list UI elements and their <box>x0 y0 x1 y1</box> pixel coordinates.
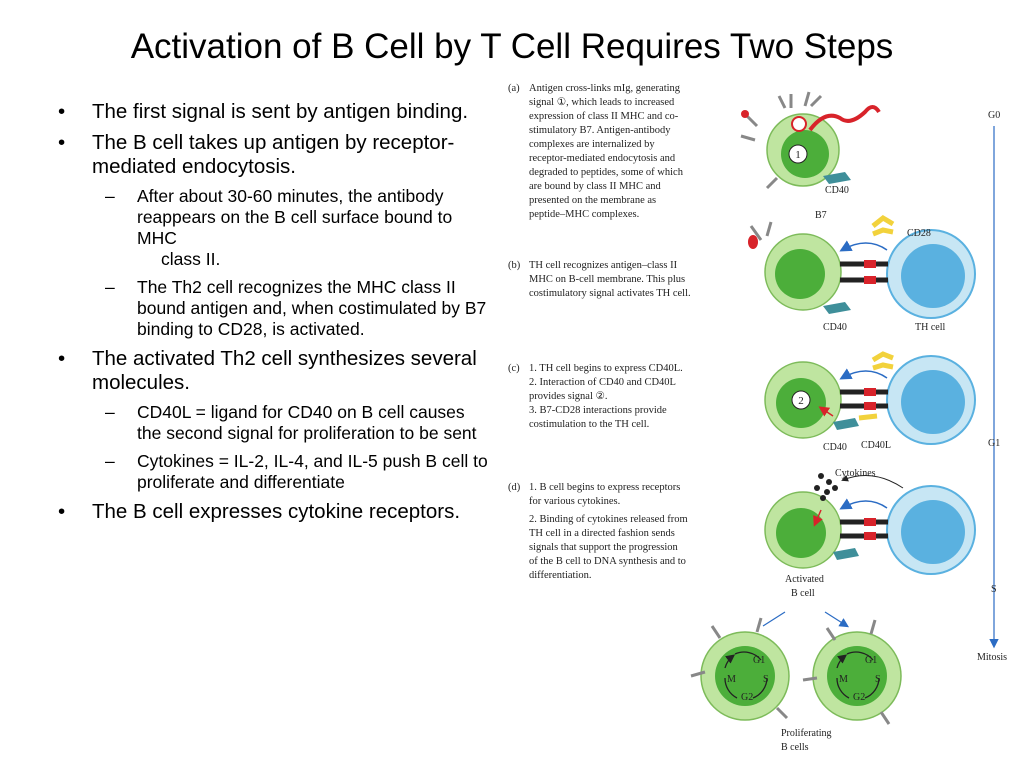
panel-d-caption: (d) 1. B cell begins to express receptor… <box>508 482 688 581</box>
svg-text:G1: G1 <box>753 655 765 666</box>
svg-text:of the B cell to DNA synthesis: of the B cell to DNA synthesis and to <box>529 556 686 567</box>
panel-d-cells: Cytokines <box>764 468 976 575</box>
svg-text:presented on the membrane as: presented on the membrane as <box>529 195 656 206</box>
sub-bullet-item: –CD40L = ligand for CD40 on B cell cause… <box>105 402 477 443</box>
bullet-marker: • <box>58 131 66 154</box>
svg-text:TH cell recognizes antigen–cla: TH cell recognizes antigen–class II <box>529 260 678 271</box>
b7-label: B7 <box>815 210 827 221</box>
signal-1-label: 1 <box>795 149 801 161</box>
svg-text:1. B cell begins to express re: 1. B cell begins to express receptors <box>529 482 680 493</box>
bullet-item: •The first signal is sent by antigen bin… <box>58 100 469 123</box>
svg-text:B cells: B cells <box>781 742 809 753</box>
panel-b-cd40: CD40 <box>823 322 847 333</box>
proliferating-b-cells-label: Proliferating B cells <box>781 728 832 753</box>
sub-bullet-item: –Cytokines = IL-2, IL-4, and IL-5 push B… <box>105 451 488 492</box>
panel-a-tag: (a) <box>508 83 520 94</box>
sub-bullet-item: –After about 30-60 minutes, the antibody… <box>105 186 453 269</box>
svg-text:costimulatory signal activates: costimulatory signal activates TH cell. <box>529 288 691 299</box>
svg-text:S: S <box>875 674 881 685</box>
svg-text:differentiation.: differentiation. <box>529 570 592 581</box>
svg-text:Antigen cross-links mIg, gener: Antigen cross-links mIg, generating <box>529 83 681 94</box>
svg-text:S: S <box>763 674 769 685</box>
slide-title: Activation of B Cell by T Cell Requires … <box>130 27 894 66</box>
panel-a-cd40: CD40 <box>825 185 849 196</box>
cd40l-label: CD40L <box>861 440 891 451</box>
proliferating-cell-left: G1 S G2 M <box>690 617 790 721</box>
panel-b-cells: B7 CD28 CD40 TH cell <box>748 210 976 333</box>
cell-cycle-timeline: G0 G1 S Mitosis <box>977 110 1007 663</box>
svg-text:B cell: B cell <box>791 588 815 599</box>
panel-b-tag: (b) <box>508 260 521 271</box>
panel-c-caption: (c) 1. TH cell begins to express CD40L. … <box>508 363 683 430</box>
svg-text:signals that support the progr: signals that support the progression <box>529 542 678 553</box>
bullet-marker: • <box>58 100 66 123</box>
svg-text:2. Interaction of CD40 and CD4: 2. Interaction of CD40 and CD40L <box>529 377 676 388</box>
svg-text:signal ①, which leads to incre: signal ①, which leads to increased <box>529 96 675 108</box>
svg-text:3. B7-CD28 interactions provid: 3. B7-CD28 interactions provide <box>529 405 667 416</box>
dash-marker: – <box>105 451 115 471</box>
panel-c-tag: (c) <box>508 363 520 374</box>
proliferating-cell-right: G1 S G2 M <box>802 619 902 725</box>
svg-text:G2: G2 <box>741 692 753 703</box>
division-arrows <box>762 611 847 626</box>
bullet-item: •The B cell expresses cytokine receptors… <box>58 500 461 523</box>
g1-label: G1 <box>988 438 1000 449</box>
activated-b-cell-label: Activated B cell <box>785 574 824 599</box>
svg-text:MHC on B-cell membrane. This p: MHC on B-cell membrane. This plus <box>529 274 685 285</box>
bullet-item: •The activated Th2 cell synthesizes seve… <box>58 347 477 394</box>
g0-label: G0 <box>988 110 1000 121</box>
cytokines-label: Cytokines <box>835 468 876 479</box>
bullet-list: •The first signal is sent by antigen bin… <box>52 100 492 531</box>
signal-2-label: 2 <box>798 395 804 407</box>
svg-text:TH cell in a directed fashion: TH cell in a directed fashion sends <box>529 528 675 539</box>
bullet-marker: • <box>58 500 66 523</box>
mitosis-label: Mitosis <box>977 652 1007 663</box>
panel-a-b-cell: 1 CD40 <box>740 91 881 196</box>
svg-text:receptor-mediated endocytosis: receptor-mediated endocytosis and <box>529 153 676 164</box>
svg-text:1. TH cell begins to express C: 1. TH cell begins to express CD40L. <box>529 363 683 374</box>
svg-text:2. Binding of cytokines releas: 2. Binding of cytokines released from <box>529 514 688 525</box>
svg-text:Proliferating: Proliferating <box>781 728 832 739</box>
svg-text:are bound by class II MHC and: are bound by class II MHC and <box>529 181 662 192</box>
cd28-label: CD28 <box>907 228 931 239</box>
svg-text:peptide–MHC complexes.: peptide–MHC complexes. <box>529 209 639 220</box>
svg-text:for various cytokines.: for various cytokines. <box>529 496 620 507</box>
s-label: S <box>991 584 997 595</box>
svg-text:Activated: Activated <box>785 574 824 585</box>
svg-text:stimulatory B7. Antigen-antibo: stimulatory B7. Antigen-antibody <box>529 125 671 136</box>
svg-text:expression of class II MHC and: expression of class II MHC and co- <box>529 111 679 122</box>
svg-text:complexes are internalized by: complexes are internalized by <box>529 139 655 150</box>
panel-c-cells: 2 CD40 CD40L <box>764 351 976 453</box>
svg-text:costimulation to the TH cell.: costimulation to the TH cell. <box>529 419 649 430</box>
dash-marker: – <box>105 402 115 422</box>
svg-text:G1: G1 <box>865 655 877 666</box>
th-cell-label: TH cell <box>915 322 945 333</box>
svg-text:provides signal ②.: provides signal ②. <box>529 390 608 402</box>
svg-text:M: M <box>727 674 736 685</box>
panel-a-caption: (a) Antigen cross-links mIg, generating … <box>508 83 684 220</box>
svg-text:G2: G2 <box>853 692 865 703</box>
svg-text:M: M <box>839 674 848 685</box>
panel-b-caption: (b) TH cell recognizes antigen–class II … <box>508 260 691 299</box>
svg-text:degraded to peptides, some of: degraded to peptides, some of which <box>529 167 684 178</box>
dash-marker: – <box>105 277 115 297</box>
b-cell-activation-figure: (a) Antigen cross-links mIg, generating … <box>508 83 1007 753</box>
bullet-marker: • <box>58 347 66 370</box>
sub-bullet-item: –The Th2 cell recognizes the MHC class I… <box>105 277 487 339</box>
dash-marker: – <box>105 186 115 206</box>
panel-c-cd40: CD40 <box>823 442 847 453</box>
panel-d-tag: (d) <box>508 482 521 493</box>
bullet-item: •The B cell takes up antigen by receptor… <box>58 131 455 178</box>
